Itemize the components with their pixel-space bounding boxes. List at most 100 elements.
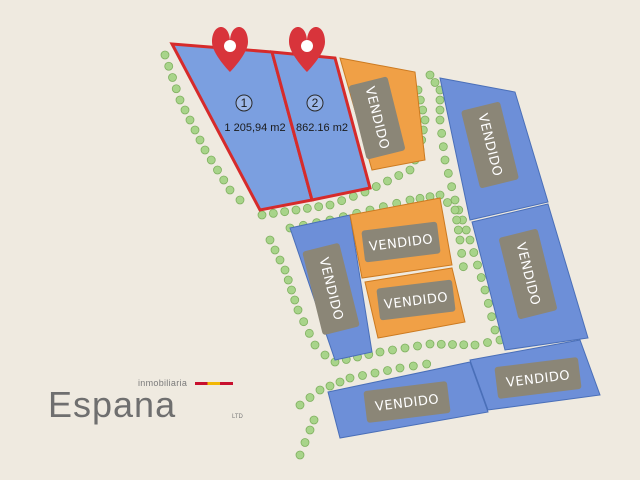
tree-dot: [291, 205, 301, 215]
tree-dot: [302, 203, 312, 213]
brand-tagline: inmobiliaria: [138, 378, 188, 388]
tree-dot: [325, 200, 335, 210]
tree-dot: [455, 235, 465, 245]
tree-dot: [448, 340, 457, 349]
tree-dot: [383, 366, 392, 375]
lot-1-area: 1 205,94 m2: [224, 122, 285, 134]
tree-dot: [437, 128, 447, 138]
tree-dot: [420, 115, 430, 125]
tree-dot: [483, 338, 492, 347]
tree-dot: [305, 393, 315, 402]
tree-dot: [180, 105, 190, 115]
tree-dot: [469, 248, 479, 257]
tree-dot: [443, 198, 452, 207]
tree-dot: [315, 385, 325, 395]
tree-dot: [457, 248, 467, 258]
tree-dot: [405, 165, 415, 175]
tree-dot: [473, 260, 482, 270]
tree-dot: [300, 438, 310, 447]
tree-dot: [287, 285, 296, 295]
tree-dot: [476, 273, 486, 282]
sold-tag-right: VENDIDO: [499, 229, 557, 319]
tree-dot: [375, 347, 385, 357]
tree-dot: [195, 135, 205, 145]
sold-tag-left: VENDIDO: [302, 243, 360, 335]
tree-dot: [310, 340, 320, 350]
tree-dot: [425, 339, 435, 349]
tree-dot: [371, 182, 381, 191]
tree-dot: [413, 341, 422, 351]
tree-dot: [425, 70, 435, 80]
tree-dot: [190, 125, 200, 135]
tree-dot: [219, 175, 229, 185]
tree-dot: [435, 95, 445, 105]
tree-dot: [171, 84, 181, 94]
tree-dot: [290, 295, 300, 305]
tree-dot: [265, 235, 275, 245]
tree-dot: [235, 195, 245, 205]
tree-dot: [436, 339, 446, 349]
tree-dot: [280, 265, 290, 275]
tree-dot: [395, 363, 405, 373]
tree-dot: [200, 145, 210, 155]
tree-dot: [335, 377, 345, 387]
sold-tag-bottom-left: VENDIDO: [363, 381, 451, 423]
tree-dot: [480, 285, 490, 295]
tree-dot: [450, 205, 460, 215]
tree-dot: [490, 325, 500, 335]
map-pin-icon[interactable]: [289, 27, 325, 72]
brand-name: Espana: [48, 384, 177, 425]
lot-1-number: 1: [241, 96, 248, 110]
tree-dot: [175, 95, 185, 105]
sold-tag-top-right: VENDIDO: [461, 101, 519, 189]
tree-dot: [358, 371, 367, 380]
tree-dot: [435, 115, 445, 125]
flag-stripe-icon: [195, 382, 233, 385]
lot-2-area: 862.16 m2: [296, 122, 348, 134]
tree-dot: [400, 343, 410, 353]
tree-dot: [443, 168, 453, 178]
tree-dot: [394, 171, 404, 180]
tree-dot: [438, 142, 448, 152]
tree-dot: [388, 345, 397, 355]
tree-dot: [470, 340, 480, 350]
tree-dot: [440, 155, 450, 165]
tree-dot: [299, 317, 309, 327]
tree-dot: [314, 202, 324, 212]
tree-dot: [459, 340, 469, 350]
sold-tag-orange-low: VENDIDO: [376, 279, 456, 321]
map-pin-icon[interactable]: [212, 27, 248, 72]
tree-dot: [280, 207, 290, 217]
tree-dot: [295, 400, 305, 410]
tree-dot: [268, 208, 278, 218]
tree-dot: [160, 50, 170, 60]
sold-tag-bottom-right: VENDIDO: [494, 357, 582, 399]
tree-dot: [422, 359, 432, 369]
tree-dot: [458, 262, 468, 272]
tree-dot: [453, 225, 463, 235]
tree-dot: [185, 115, 195, 125]
tree-dot: [293, 305, 303, 315]
tree-dot: [408, 361, 418, 371]
tree-dot: [450, 195, 460, 205]
tree-dot: [452, 215, 462, 225]
tree-dot: [283, 275, 293, 285]
brand-mark: LTD: [232, 414, 243, 420]
tree-dot: [447, 182, 457, 192]
tree-dot: [206, 155, 216, 165]
tree-dot: [305, 425, 315, 435]
tree-dot: [275, 255, 285, 265]
tree-dot: [383, 176, 392, 186]
tree-dot: [213, 165, 222, 175]
tree-dot: [309, 415, 319, 425]
tree-dot: [487, 312, 497, 322]
tree-dot: [483, 298, 493, 308]
brand-logo: inmobiliaria Espana LTD: [48, 378, 243, 438]
tree-dot: [337, 196, 347, 206]
tree-dot: [430, 78, 440, 87]
tree-dot: [325, 381, 335, 391]
lot-1-number-badge: [235, 94, 253, 112]
lot-2-number: 2: [312, 96, 319, 110]
tree-dot: [295, 450, 305, 460]
